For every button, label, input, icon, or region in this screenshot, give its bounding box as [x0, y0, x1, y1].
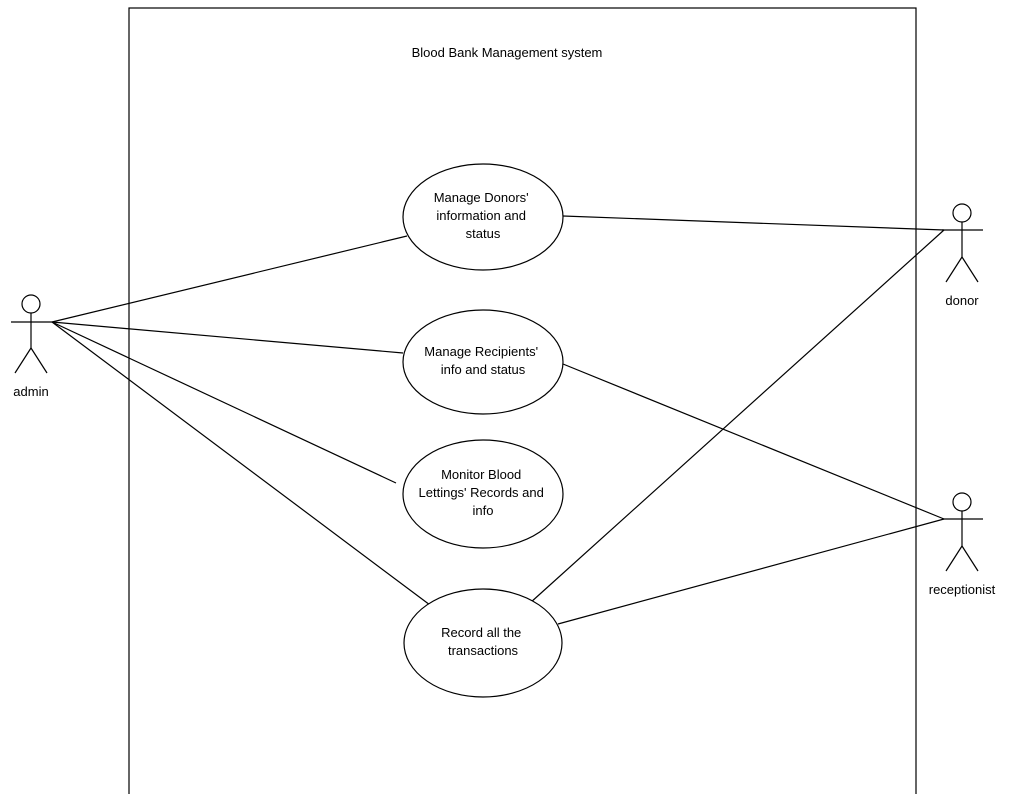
association-admin-manage-recipients: [51, 321, 404, 354]
stick-figure-icon: [11, 294, 52, 374]
use-case-manage-donors-line-3: status: [466, 226, 501, 241]
actor-donor-label: donor: [945, 293, 979, 308]
association-donor-manage-donors: [562, 215, 945, 231]
stick-figure-icon: [942, 492, 983, 572]
use-case-manage-recipients-line-2: info and status: [441, 362, 526, 377]
use-case-monitor-lettings-line-1: Monitor Blood: [441, 467, 521, 482]
associations: [51, 215, 945, 625]
association-admin-record-transactions: [51, 321, 431, 606]
use-case-manage-recipients[interactable]: Manage Recipients' info and status: [402, 309, 564, 415]
association-receptionist-manage-recipients: [562, 363, 945, 520]
actor-donor[interactable]: donor: [942, 203, 983, 308]
association-receptionist-record-transactions: [557, 518, 945, 625]
svg-text:Record all the transacti: Record all the transactions: [441, 625, 525, 658]
use-case-monitor-lettings-line-3: info: [473, 503, 494, 518]
system-title: Blood Bank Management system: [412, 45, 603, 60]
use-case-monitor-lettings[interactable]: Monitor Blood Lettings' Records and info: [402, 439, 564, 549]
use-case-record-transactions-line-2: transactions: [448, 643, 519, 658]
association-admin-monitor-lettings: [51, 321, 397, 484]
use-case-manage-donors-line-2: information and: [436, 208, 526, 223]
actor-receptionist[interactable]: receptionist: [929, 492, 996, 597]
association-admin-manage-donors: [51, 235, 408, 323]
svg-text:Manage Donors' informati: Manage Donors' information and status: [434, 190, 533, 241]
use-case-manage-donors-line-1: Manage Donors': [434, 190, 529, 205]
use-case-record-transactions-line-1: Record all the: [441, 625, 521, 640]
svg-text:Monitor Blood Lettings': Monitor Blood Lettings' Records and info: [419, 467, 548, 518]
stick-figure-icon: [942, 203, 983, 283]
association-donor-record-transactions: [529, 229, 945, 604]
svg-text:Manage Recipients' info: Manage Recipients' info and status: [424, 344, 541, 377]
use-case-record-transactions[interactable]: Record all the transactions: [403, 588, 563, 698]
use-case-monitor-lettings-line-2: Lettings' Records and: [419, 485, 544, 500]
use-case-manage-recipients-line-1: Manage Recipients': [424, 344, 538, 359]
use-case-manage-donors[interactable]: Manage Donors' information and status: [402, 163, 564, 271]
actor-receptionist-label: receptionist: [929, 582, 996, 597]
actor-admin-label: admin: [13, 384, 48, 399]
system-boundary: [128, 7, 917, 794]
actor-admin[interactable]: admin: [11, 294, 52, 399]
